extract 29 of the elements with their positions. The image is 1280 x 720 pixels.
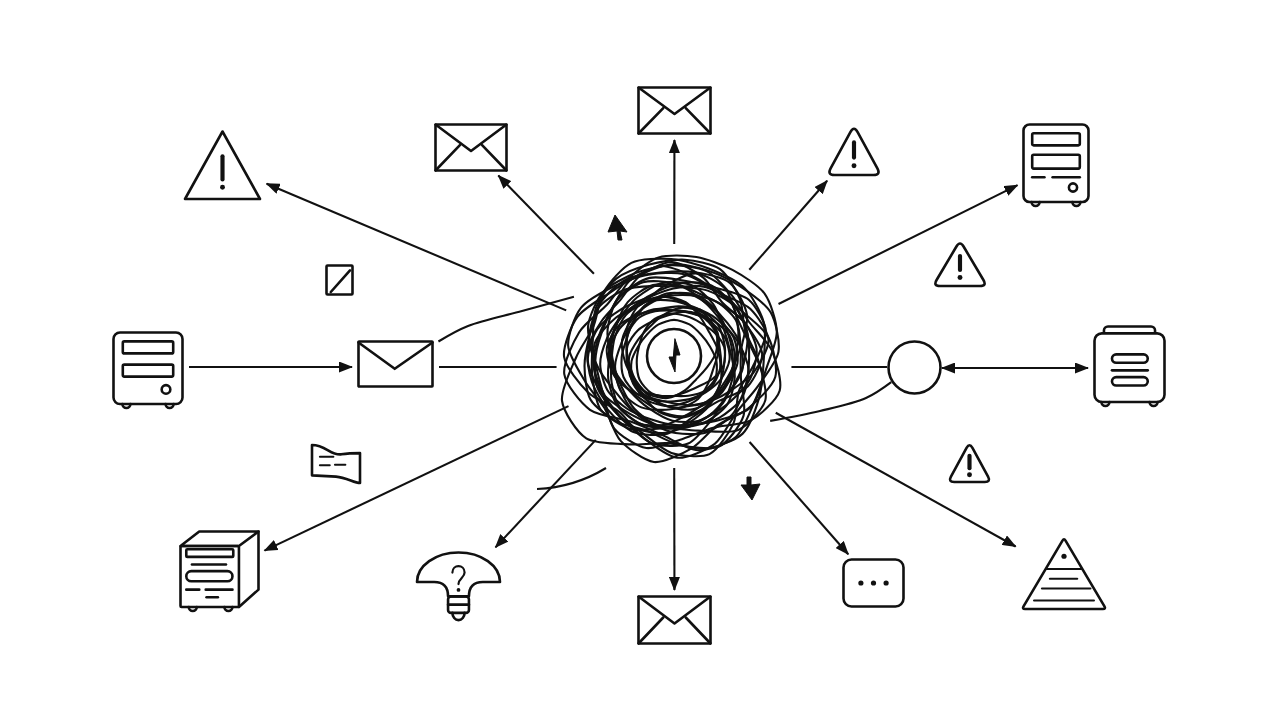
arrow bbox=[189, 361, 353, 373]
arrow bbox=[668, 468, 680, 591]
arrow bbox=[494, 439, 597, 549]
lightbulb-icon bbox=[415, 551, 502, 623]
arrow bbox=[778, 184, 1019, 305]
server-icon bbox=[1022, 123, 1090, 209]
envelope-icon bbox=[357, 340, 434, 388]
double-arrow bbox=[941, 362, 1089, 374]
pyramid-icon bbox=[1020, 536, 1108, 611]
ellipsis-icon bbox=[842, 558, 905, 608]
connector-line bbox=[437, 295, 575, 343]
connector-line bbox=[439, 365, 557, 369]
cabinet-icon bbox=[179, 530, 260, 614]
case-icon bbox=[1093, 325, 1166, 409]
note-icon bbox=[310, 443, 362, 485]
arrow bbox=[748, 180, 828, 271]
arrow bbox=[497, 174, 595, 275]
connector-line bbox=[770, 381, 892, 422]
slash-square-icon bbox=[325, 264, 354, 296]
envelope-icon bbox=[434, 123, 508, 172]
arrow bbox=[265, 182, 567, 312]
arrow bbox=[263, 405, 569, 552]
envelope-icon bbox=[637, 595, 712, 645]
server-icon bbox=[112, 331, 184, 411]
warning-icon bbox=[183, 129, 262, 201]
envelope-icon bbox=[637, 86, 712, 135]
circle-node bbox=[887, 340, 942, 395]
connector-line bbox=[791, 365, 887, 369]
arrow bbox=[775, 411, 1017, 548]
